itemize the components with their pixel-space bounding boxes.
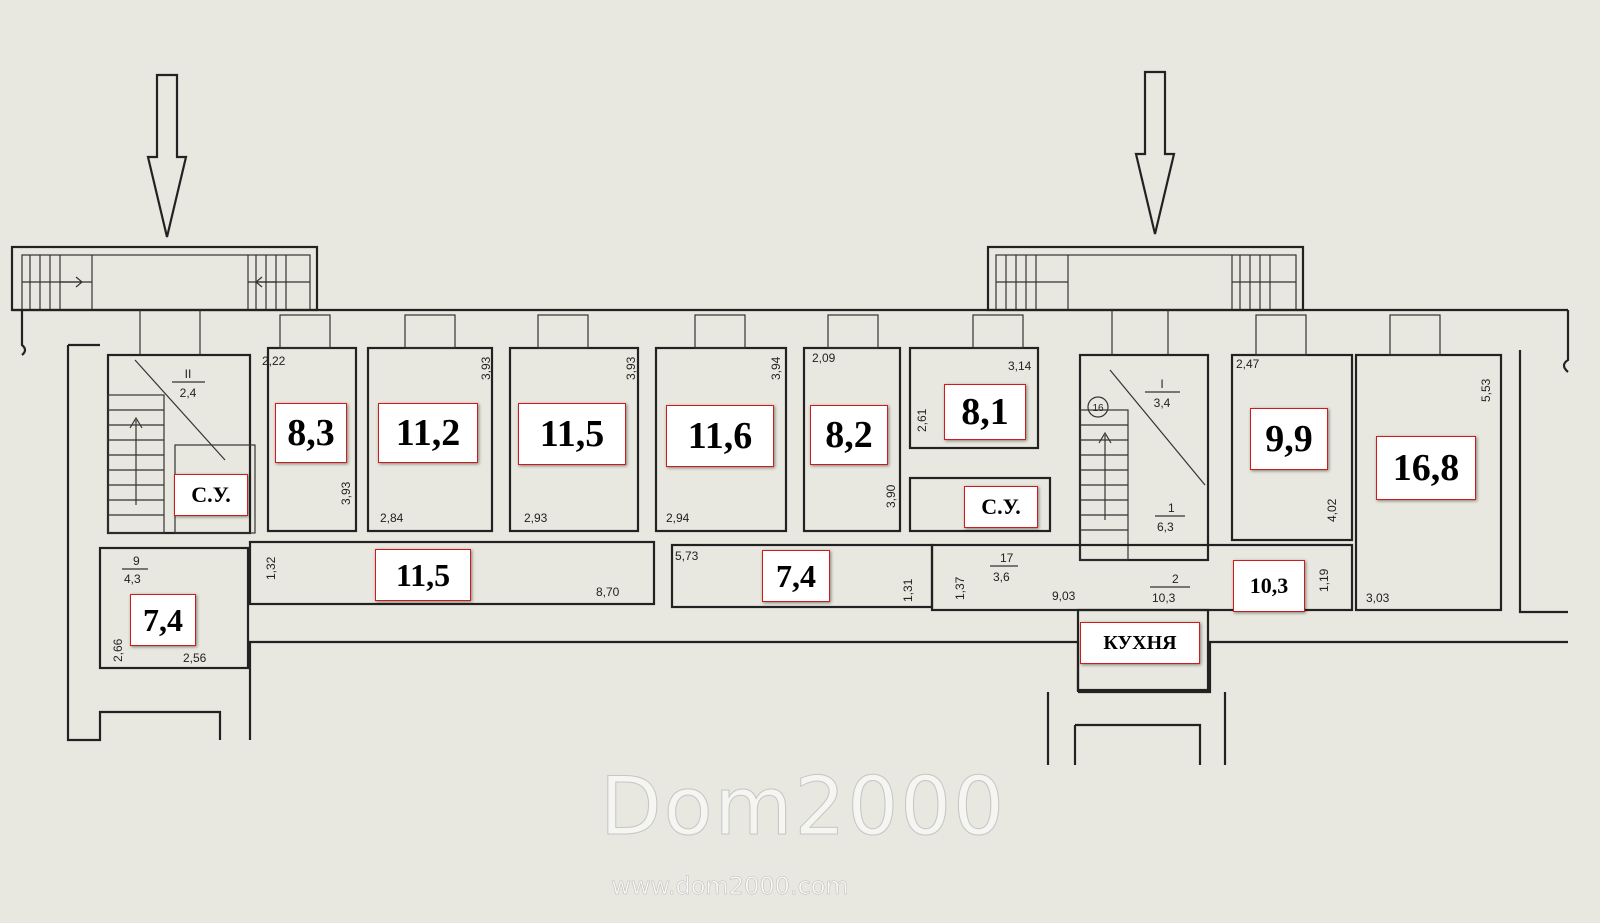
- svg-text:2,93: 2,93: [524, 511, 548, 525]
- svg-text:2,56: 2,56: [183, 651, 207, 665]
- stair-right-numeral: I: [1160, 377, 1163, 391]
- svg-text:2,09: 2,09: [812, 351, 836, 365]
- bathroom-label: С.У.: [174, 474, 248, 516]
- svg-text:6,3: 6,3: [1157, 520, 1174, 534]
- stair-left-value: 2,4: [180, 386, 197, 400]
- svg-text:2,84: 2,84: [380, 511, 404, 525]
- room-area-label: 16,8: [1376, 436, 1476, 500]
- svg-text:1,32: 1,32: [264, 556, 278, 580]
- bathroom-label: С.У.: [964, 486, 1038, 528]
- room-area-label: 9,9: [1250, 408, 1328, 470]
- stair-left-numeral: II: [185, 367, 192, 381]
- svg-text:17: 17: [1000, 551, 1014, 565]
- room-area-label: 11,2: [378, 403, 478, 463]
- stair-right: 16 I 3,4: [1078, 310, 1210, 562]
- svg-text:1,19: 1,19: [1317, 568, 1331, 592]
- svg-text:4,3: 4,3: [124, 572, 141, 586]
- svg-text:3,93: 3,93: [339, 481, 353, 505]
- room-area-label: 8,2: [810, 405, 888, 465]
- entrance-arrow-left: [146, 73, 188, 238]
- room-area-label: 8,1: [944, 384, 1026, 440]
- svg-text:1,31: 1,31: [901, 578, 915, 602]
- watermark-url: www.dom2000.com: [611, 872, 849, 901]
- svg-text:2,94: 2,94: [666, 511, 690, 525]
- svg-text:3,03: 3,03: [1366, 591, 1390, 605]
- corridor-area-label: 7,4: [130, 594, 196, 646]
- corridor-area-label: 10,3: [1233, 560, 1305, 612]
- svg-text:1,37: 1,37: [953, 576, 967, 600]
- svg-text:10,3: 10,3: [1152, 591, 1176, 605]
- room-area-label: 8,3: [275, 403, 347, 463]
- svg-text:2,47: 2,47: [1236, 357, 1260, 371]
- svg-text:9: 9: [133, 554, 140, 568]
- room-area-label: 11,5: [518, 403, 626, 465]
- svg-text:4,02: 4,02: [1325, 498, 1339, 522]
- outer-walls: [12, 308, 1570, 765]
- stair-left: II 2,4: [106, 310, 252, 535]
- porch-right: [986, 245, 1305, 312]
- svg-text:2: 2: [1172, 572, 1179, 586]
- svg-text:5,73: 5,73: [675, 549, 699, 563]
- svg-text:3,14: 3,14: [1008, 359, 1032, 373]
- small-room-fractions: 9 4,3 1 6,3 17 3,6 2 10,3: [122, 501, 1190, 605]
- rooms-row: [174, 314, 1503, 612]
- entrance-arrow-right: [1134, 70, 1176, 235]
- stair-right-value: 3,4: [1154, 396, 1171, 410]
- svg-text:2,22: 2,22: [262, 354, 286, 368]
- svg-text:8,70: 8,70: [596, 585, 620, 599]
- svg-text:3,94: 3,94: [769, 356, 783, 380]
- kitchen-label: КУХНЯ: [1080, 622, 1200, 664]
- svg-text:3,90: 3,90: [884, 484, 898, 508]
- svg-text:3,6: 3,6: [993, 570, 1010, 584]
- svg-text:2,66: 2,66: [111, 638, 125, 662]
- svg-text:1: 1: [1168, 501, 1175, 515]
- svg-text:3,93: 3,93: [479, 356, 493, 380]
- stair-right-circle: 16: [1092, 403, 1104, 414]
- svg-text:2,61: 2,61: [915, 408, 929, 432]
- corridor-area-label: 7,4: [762, 550, 830, 602]
- corridor-area-label: 11,5: [375, 549, 471, 601]
- dimension-labels: 2,22 3,93 3,93 3,93 3,94 2,09 3,14 2,47 …: [111, 351, 1493, 665]
- room-area-label: 11,6: [666, 405, 774, 467]
- watermark-logo-text: Dom2000: [600, 760, 1007, 854]
- svg-text:5,53: 5,53: [1479, 378, 1493, 402]
- svg-text:9,03: 9,03: [1052, 589, 1076, 603]
- porch-left: [10, 245, 319, 312]
- svg-text:3,93: 3,93: [624, 356, 638, 380]
- corridor: [98, 540, 1354, 692]
